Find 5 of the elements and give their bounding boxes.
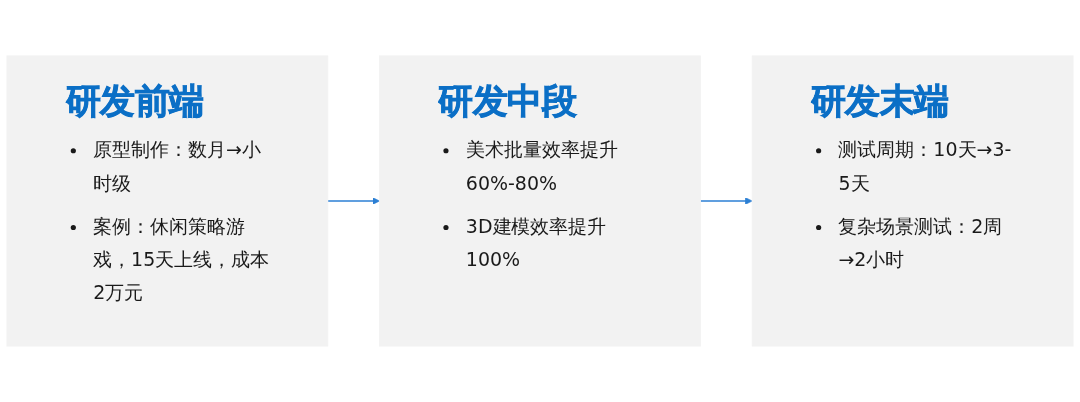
arrow — [699, 197, 753, 205]
node-box: 研发中段 美术批量效率提升60%-80% 3D建模效率提升100% — [379, 55, 701, 347]
arrow — [326, 197, 380, 205]
node-box: 研发末端 测试周期：10天→3-5天 复杂场景测试：2周→2小时 — [751, 55, 1074, 347]
node-box: 研发前端 原型制作：数月→小时级 案例：休闲策略游戏，15天上线，成本2万元 — [6, 55, 329, 347]
